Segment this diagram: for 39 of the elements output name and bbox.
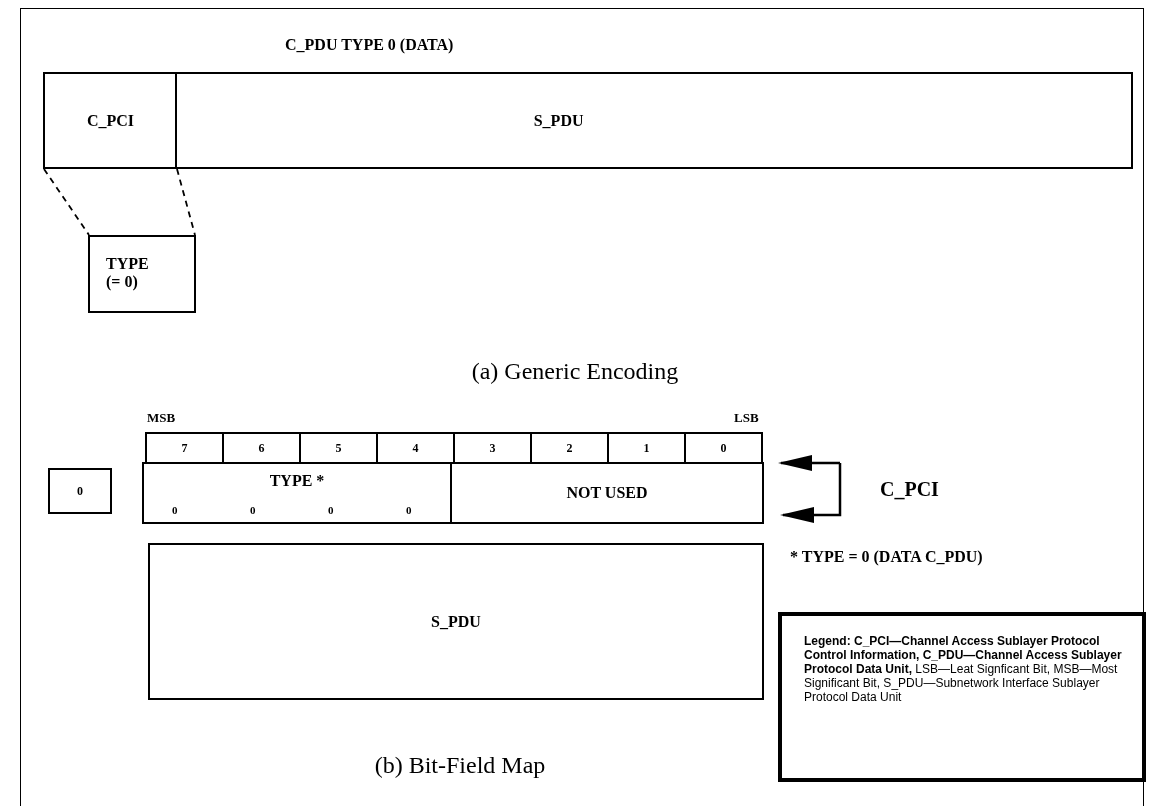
- field-box: [48, 468, 112, 514]
- field-label: TYPE (= 0): [106, 255, 150, 291]
- bit-number: 2: [566, 440, 573, 456]
- legend-box: [778, 612, 1146, 782]
- bit-number-cell: [684, 432, 763, 464]
- bit-value: 0: [172, 504, 178, 516]
- bit-value: 0: [328, 504, 334, 516]
- bit-number: 4: [412, 440, 419, 456]
- bit-order-label: MSB: [147, 410, 176, 426]
- bit-number: 0: [720, 440, 727, 456]
- bit-field: [450, 462, 764, 524]
- bit-value: 0: [406, 504, 412, 516]
- caption: (b) Bit-Field Map: [374, 752, 546, 779]
- bit-number: 5: [335, 440, 342, 456]
- heading: C_PDU TYPE 0 (DATA): [285, 36, 454, 54]
- field-label: S_PDU: [533, 111, 584, 130]
- bit-number: 1: [643, 440, 650, 456]
- field-label: 0: [77, 483, 83, 499]
- field-box: [43, 72, 178, 169]
- field-label: C_PCI: [86, 111, 135, 130]
- footnote: * TYPE = 0 (DATA C_PDU): [790, 548, 983, 566]
- bit-number: 3: [489, 440, 496, 456]
- field-box: [175, 72, 1133, 169]
- field-label: S_PDU: [431, 612, 481, 631]
- bit-number: 6: [258, 440, 265, 456]
- bit-value: 0: [250, 504, 256, 516]
- dashed-line: [43, 168, 90, 236]
- caption: (a) Generic Encoding: [471, 358, 679, 385]
- dashed-line: [176, 168, 196, 236]
- bit-order-label: LSB: [734, 410, 759, 426]
- bit-number: 7: [181, 440, 188, 456]
- field-box: [88, 235, 196, 313]
- bit-number-cell: [145, 432, 224, 464]
- field-label: NOT USED: [566, 484, 648, 502]
- bracket-label: C_PCI: [880, 478, 939, 501]
- legend-text: Legend: C_PCI—Channel Access Sublayer Protocol Control Information, C_PDU—Channel Access Sublayer Protocol Data Unit, LSB—Leat Signficant Bit, MSB—Most Significant Bit, S_PDU—Subnetwork Interface Sublayer Protocol Data Unit: [804, 634, 1123, 704]
- bit-field: [142, 462, 452, 524]
- field-box: [148, 543, 764, 700]
- field-label: TYPE *: [269, 472, 325, 490]
